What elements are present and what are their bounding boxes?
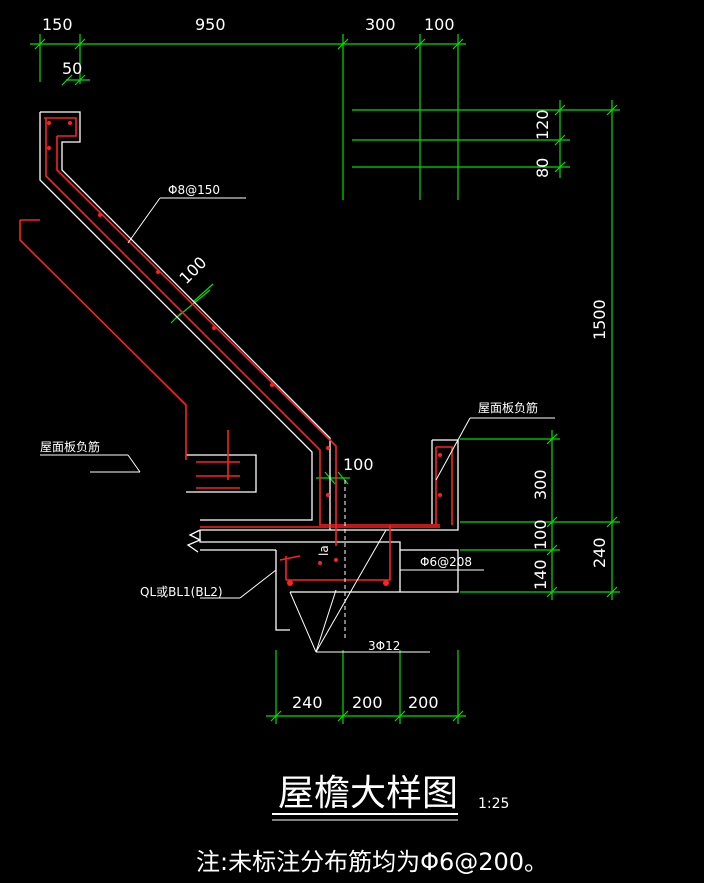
- drawing-note: 注:未标注分布筋均为Φ6@200。: [196, 848, 548, 876]
- label-roof-neg-left: 屋面板负筋: [40, 439, 100, 454]
- leader-lines: [40, 197, 555, 653]
- drawing-title: 屋檐大样图: [278, 773, 458, 814]
- dim-right-240: 240: [590, 537, 609, 568]
- dim-right-1500: 1500: [590, 299, 609, 340]
- dim-bottom-200b: 200: [408, 693, 439, 712]
- dim-top-300: 300: [365, 15, 396, 34]
- label-phi8: Φ8@150: [168, 183, 220, 197]
- label-roof-neg-right: 屋面板负筋: [478, 400, 538, 415]
- dim-top-950: 950: [195, 15, 226, 34]
- dimension-lines: [30, 34, 620, 724]
- dim-right-300: 300: [531, 469, 550, 500]
- dim-bottom-240: 240: [292, 693, 323, 712]
- label-3phi12: 3Φ12: [368, 639, 400, 653]
- dim-top-100: 100: [424, 15, 455, 34]
- label-la: la: [317, 545, 331, 556]
- dim-right-80: 80: [533, 158, 552, 178]
- concrete-outline: [39, 111, 459, 631]
- dim-top-150: 150: [42, 15, 73, 34]
- dim-slab-100: 100: [175, 253, 210, 288]
- dim-bottom-200a: 200: [352, 693, 383, 712]
- rebar: [19, 117, 453, 586]
- dim-right-120: 120: [533, 109, 552, 140]
- dim-right-140: 140: [531, 559, 550, 590]
- label-phi6: Φ6@208: [420, 555, 472, 569]
- dim-top-50: 50: [62, 59, 82, 78]
- drawing-scale: 1:25: [478, 796, 509, 812]
- label-beam: QL或BL1(BL2): [140, 585, 223, 599]
- dim-right-100: 100: [531, 519, 550, 550]
- dim-web-100: 100: [343, 455, 374, 474]
